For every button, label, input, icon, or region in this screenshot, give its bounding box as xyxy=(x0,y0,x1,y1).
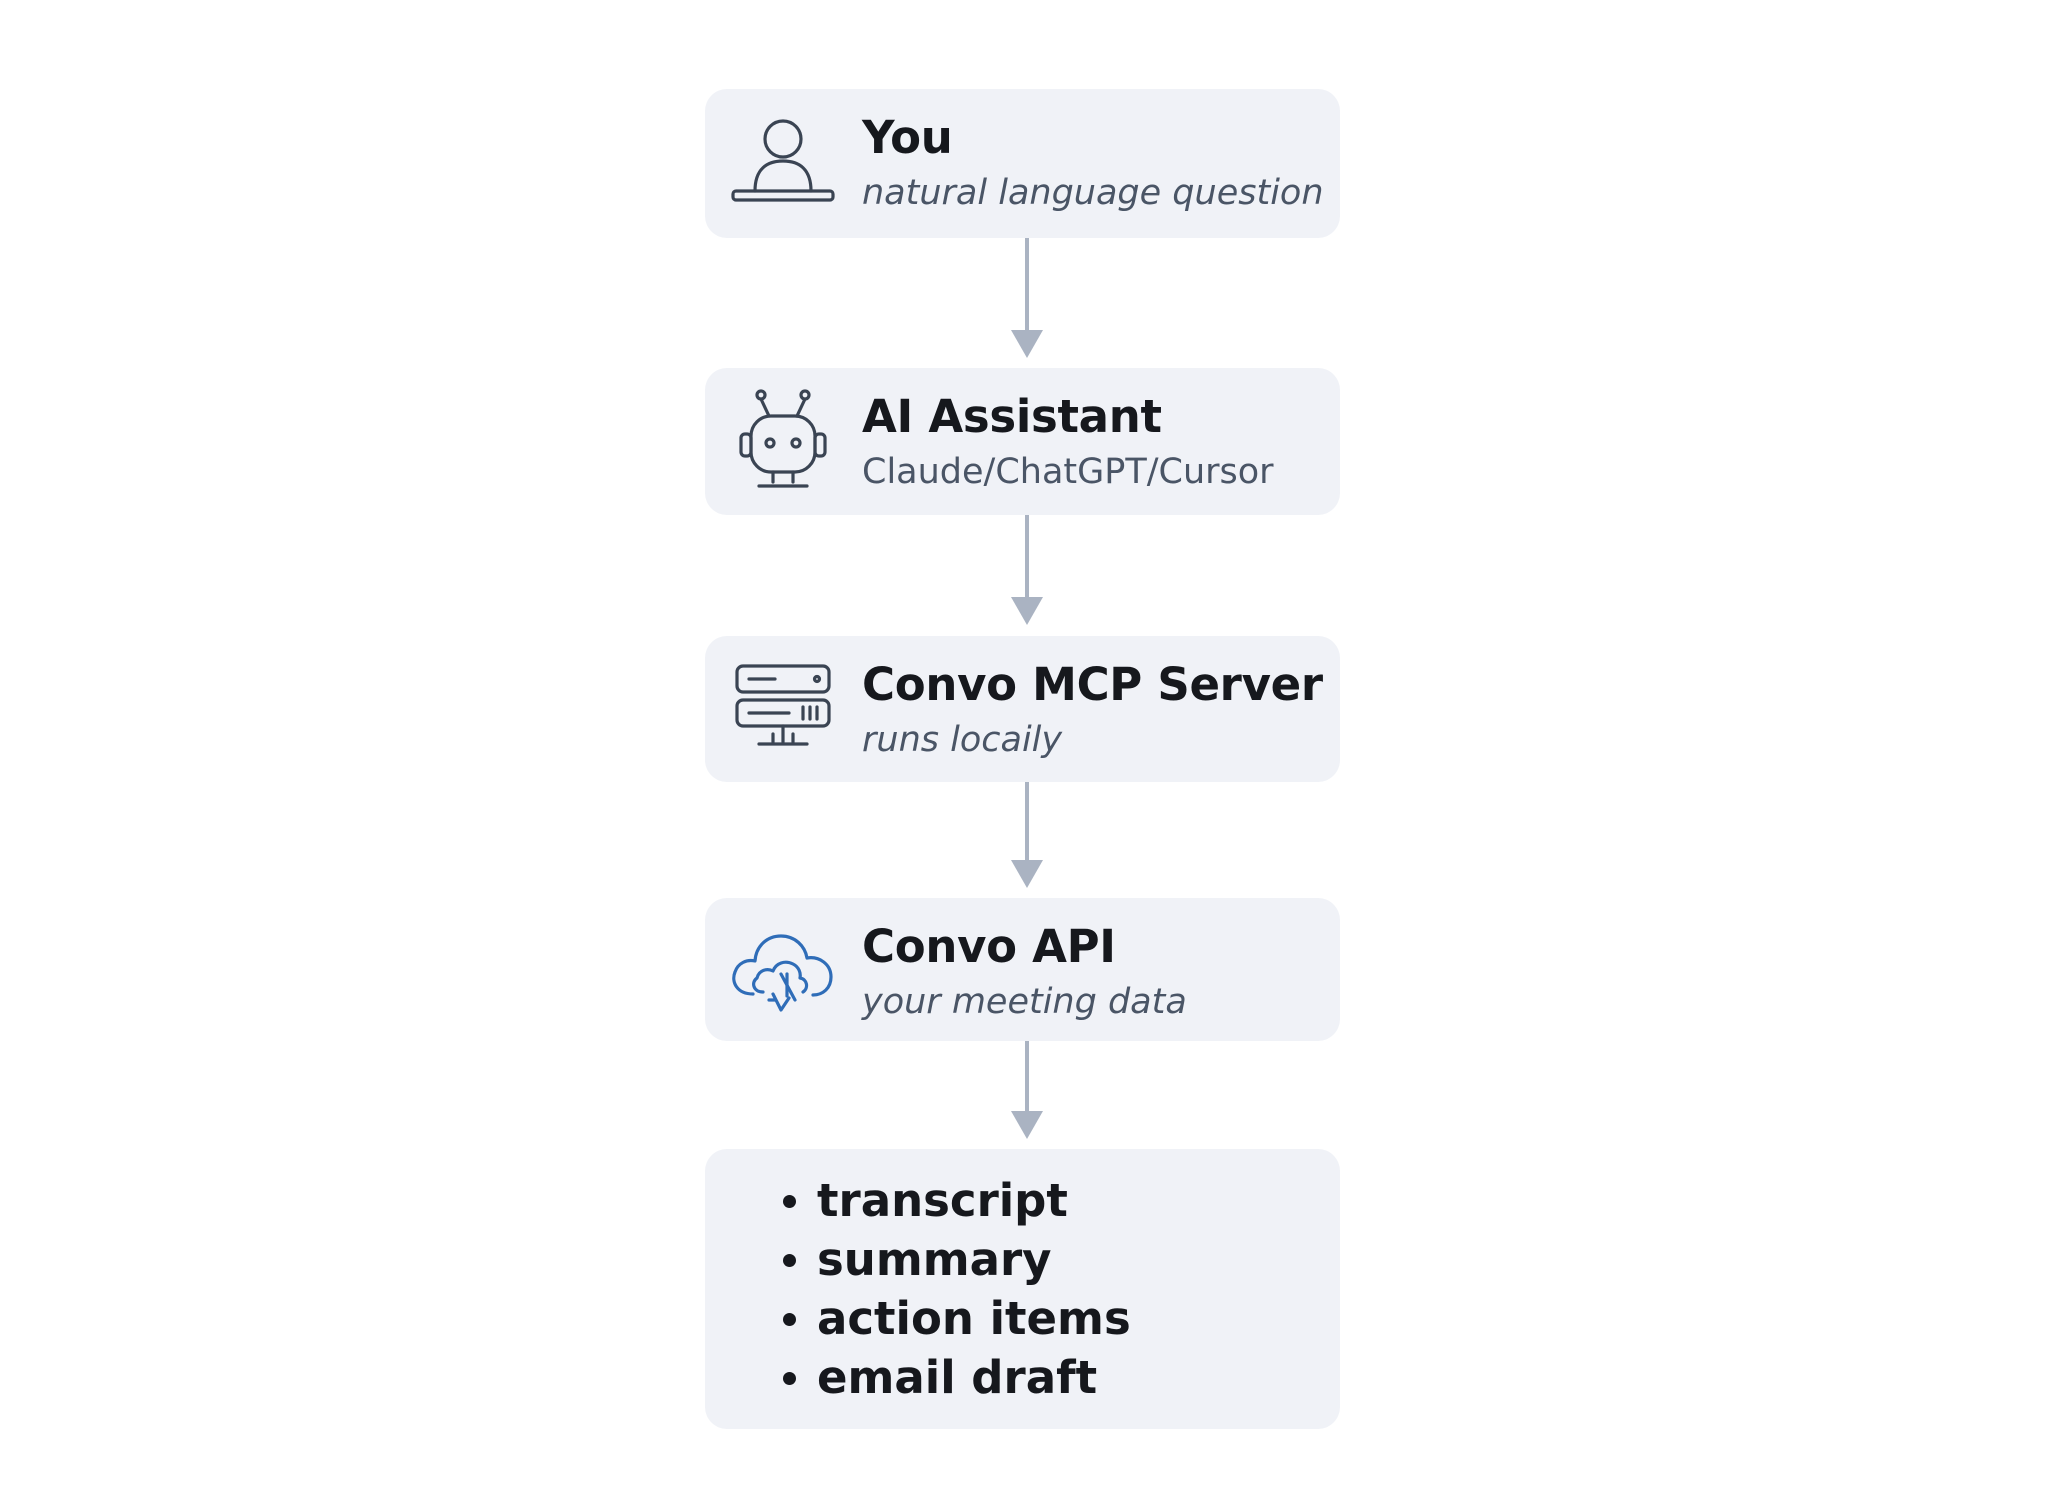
node-you: You natural language question xyxy=(705,89,1340,238)
node-ai-assistant: AI Assistant Claude/ChatGPT/Cursor xyxy=(705,368,1340,515)
node-outputs: transcript summary action items email dr… xyxy=(705,1149,1340,1429)
node-title: Convo MCP Server xyxy=(862,658,1323,711)
cloud-icon xyxy=(723,918,843,1028)
server-icon xyxy=(723,656,843,766)
node-subtitle: your meeting data xyxy=(862,982,1187,1022)
output-item-email-draft: email draft xyxy=(783,1348,1131,1407)
node-subtitle: Claude/ChatGPT/Cursor xyxy=(862,452,1274,492)
robot-icon xyxy=(723,388,843,498)
node-subtitle: natural language question xyxy=(862,173,1324,213)
node-mcp-server: Convo MCP Server runs locaily xyxy=(705,636,1340,782)
flow-arrow xyxy=(1006,1041,1048,1141)
node-subtitle: runs locaily xyxy=(862,720,1063,760)
flow-arrow xyxy=(1006,515,1048,627)
flow-arrow xyxy=(1006,782,1048,890)
node-title: You xyxy=(862,111,953,164)
node-title: AI Assistant xyxy=(862,390,1162,443)
output-item-summary: summary xyxy=(783,1230,1131,1289)
node-title: Convo API xyxy=(862,920,1116,973)
user-icon xyxy=(723,109,843,219)
flow-arrow xyxy=(1006,238,1048,360)
output-item-transcript: transcript xyxy=(783,1171,1131,1230)
output-item-action-items: action items xyxy=(783,1289,1131,1348)
output-list: transcript summary action items email dr… xyxy=(783,1171,1131,1407)
node-convo-api: Convo API your meeting data xyxy=(705,898,1340,1041)
